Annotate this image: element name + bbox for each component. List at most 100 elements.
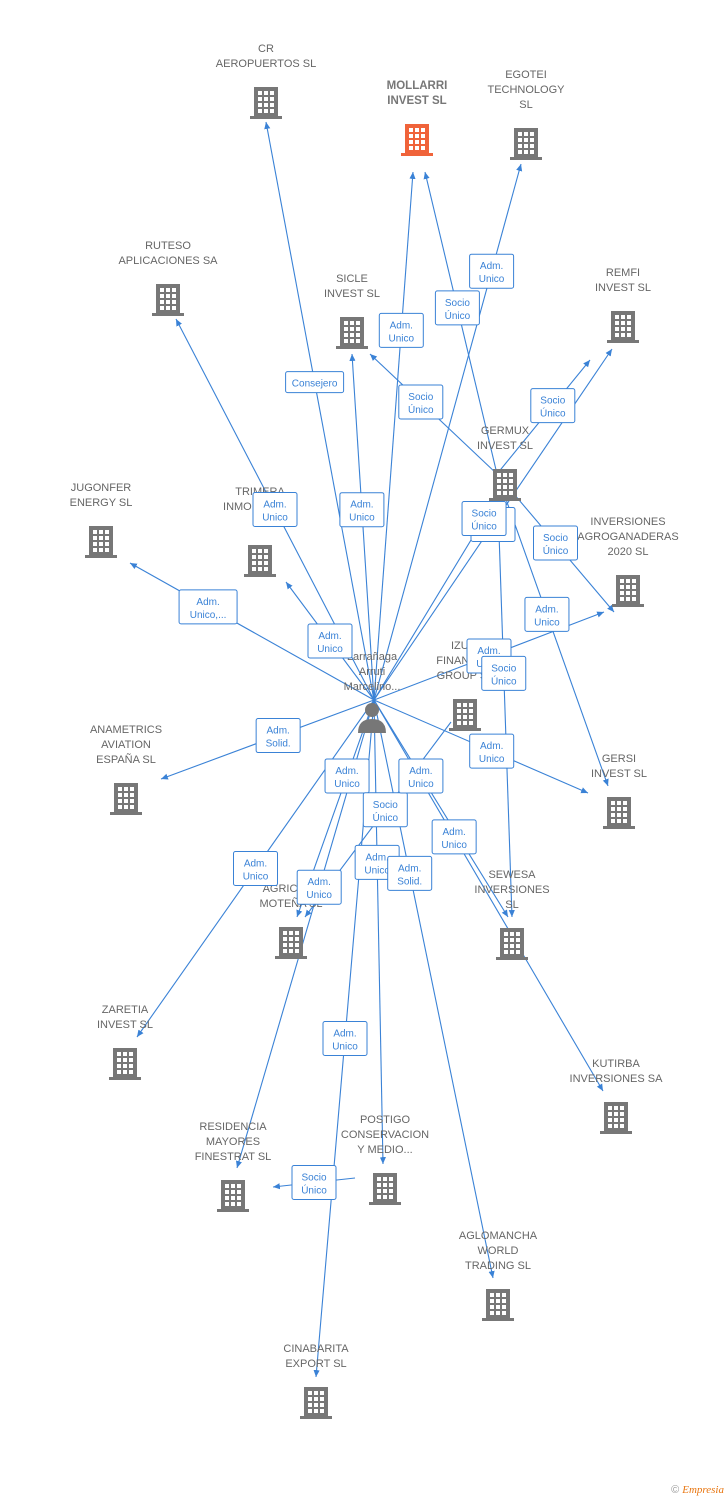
edge-role-text: Unico	[479, 754, 505, 765]
edge-role-text: Socio	[301, 1173, 326, 1184]
edge-role-text: Socio	[472, 509, 497, 520]
edge-role-text: Unico	[441, 840, 467, 851]
company-name: INVERSIONES	[590, 516, 665, 528]
edge-role-label[interactable]: Adm. Unico	[296, 869, 342, 905]
company-name: WORLD	[478, 1245, 519, 1257]
edge-role-label[interactable]: Adm. Unico	[252, 492, 298, 527]
company-name: SL	[505, 899, 518, 911]
brand-logo: Empresia	[682, 1484, 724, 1496]
company-name: MAYORES	[206, 1136, 260, 1148]
company-name: MOLLARRI	[387, 80, 448, 92]
company-name: SICLE	[336, 273, 368, 285]
edge-role-label[interactable]: Adm. Unico	[469, 733, 515, 769]
building-icon	[217, 1180, 249, 1212]
company-name: ESPAÑA SL	[96, 753, 156, 766]
edge-role-text: Adm.	[480, 741, 503, 752]
person-node-center[interactable]: LarrañagaArrutiMarcelino...	[344, 651, 401, 733]
company-name: INVEST SL	[97, 1019, 153, 1031]
edge-role-text: Unico	[317, 644, 343, 655]
building-icon	[482, 1289, 514, 1321]
edge-center-mollarri	[373, 171, 416, 701]
edge-role-text: Adm.	[409, 766, 432, 777]
edge-role-text: Socio	[408, 392, 433, 403]
company-name: CR	[258, 43, 274, 55]
company-name: TRADING SL	[465, 1260, 531, 1272]
edge-role-label[interactable]: Adm.Unico	[339, 492, 385, 528]
company-node-germux[interactable]: GERMUX INVEST SL	[477, 425, 533, 501]
company-name: INVEST SL	[477, 440, 533, 452]
edge-role-text: Adm.	[535, 604, 558, 615]
company-name: SEWESA	[488, 869, 536, 881]
edge-role-text: Único	[373, 811, 399, 824]
edge-role-text: Adm.	[266, 726, 289, 737]
company-name: GERSI	[602, 753, 636, 765]
edge-role-label[interactable]: Adm.Unico,...	[178, 589, 238, 625]
edge-role-label[interactable]: Adm.Unico	[324, 758, 370, 794]
person-name: Larrañaga	[347, 651, 398, 663]
edge-role-text: Adm.	[477, 646, 500, 657]
edge-role-label[interactable]: Adm.Unico	[469, 253, 515, 289]
building-icon	[510, 128, 542, 160]
edge-role-text: Adm.	[308, 877, 331, 888]
company-name: ZARETIA	[102, 1004, 149, 1016]
edge-role-label[interactable]: Adm.Unico	[307, 623, 353, 659]
edge-role-label[interactable]: Adm.Unico	[322, 1021, 368, 1056]
edge-role-label[interactable]: Adm.Unico	[431, 819, 477, 855]
company-name: GERMUX	[481, 425, 530, 437]
edge-role-label[interactable]: Adm.Unico	[524, 596, 570, 632]
building-icon	[489, 469, 521, 501]
edge-role-text: Unico	[389, 333, 415, 344]
edge-role-label[interactable]: Adm. Solid.	[255, 718, 301, 754]
edge-role-label[interactable]: Adm.Solid.	[387, 855, 433, 891]
company-name: POSTIGO	[360, 1114, 411, 1126]
edge-role-label[interactable]: Adm.Unico	[233, 851, 278, 886]
company-name: JUGONFER	[71, 482, 132, 494]
edge-role-label[interactable]: Adm.Unico	[398, 758, 444, 794]
footer-credit[interactable]: © Empresia	[671, 1484, 724, 1496]
building-icon	[336, 317, 368, 349]
company-node-zaretia[interactable]: ZARETIA INVEST SL	[97, 1004, 153, 1080]
company-name: CONSERVACION	[341, 1129, 429, 1141]
company-name: KUTIRBA	[592, 1058, 640, 1070]
edge-role-text: Solid.	[266, 739, 291, 750]
edge-role-text: Adm.	[263, 500, 286, 511]
edge-role-text: Único	[408, 403, 434, 416]
company-name: EXPORT SL	[285, 1358, 346, 1370]
edge-role-text: Unico	[334, 779, 360, 790]
company-name: REMFI	[606, 267, 640, 279]
building-icon	[496, 928, 528, 960]
edge-role-text: Adm.	[350, 500, 373, 511]
edge-role-text: Unico	[306, 890, 332, 901]
edge-role-text: Solid.	[397, 876, 422, 887]
edge-role-text: Único	[301, 1184, 327, 1197]
edge-role-label[interactable]: Adm.Unico	[378, 312, 424, 348]
edge-role-text: Unico	[332, 1042, 358, 1053]
edge-role-label[interactable]: Consejero	[285, 371, 345, 394]
edge-role-text: Unico	[262, 513, 288, 524]
building-icon	[300, 1387, 332, 1419]
